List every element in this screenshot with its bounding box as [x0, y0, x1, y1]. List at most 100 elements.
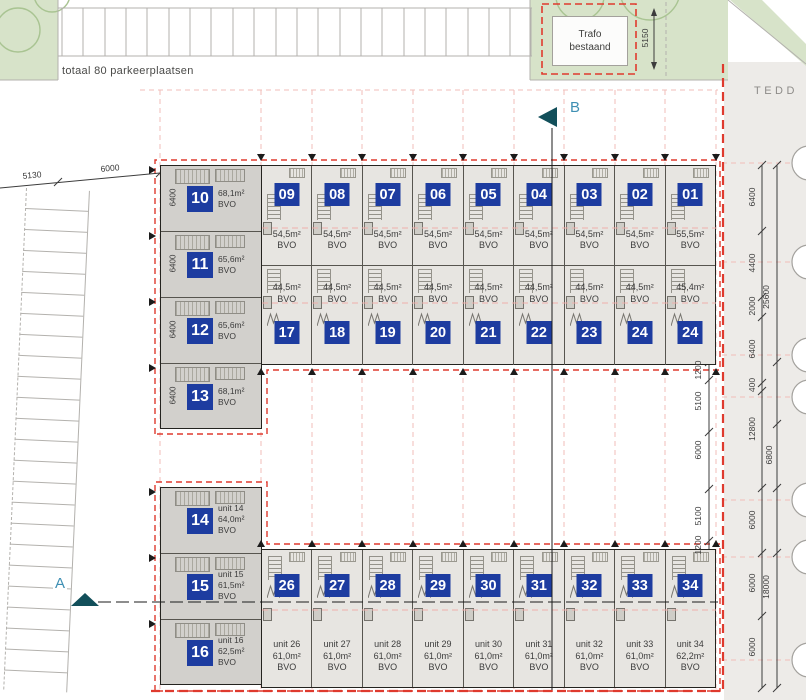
parking-stall-lines	[61, 8, 532, 56]
unit-cell: 44,5m² BVO 19	[363, 266, 414, 365]
unit-area-label: unit 29 61,0m² BVO	[424, 638, 453, 673]
unit-number-plate: 26	[274, 574, 300, 597]
fixture-icon	[541, 552, 558, 562]
dim-label: 1200	[693, 535, 703, 555]
top-building-left-column: 6400 10 68,1m² BVO 6400 11 65,6m² BVO	[160, 165, 262, 429]
unit-number-plate: 20	[425, 321, 451, 344]
unit-number-plate: 05	[475, 183, 501, 206]
fixture-icon	[339, 168, 356, 178]
section-marker-a-label: A	[53, 575, 68, 592]
dim-label: 6800	[764, 445, 774, 465]
boundary-line	[727, 0, 806, 65]
unit-cell: 02 54,5m² BVO	[615, 166, 666, 265]
unit-area-label: unit 30 61,0m² BVO	[474, 638, 503, 673]
unit-cell: 04 54,5m² BVO	[514, 166, 565, 265]
dim-label: 5150	[640, 28, 650, 48]
door-icon	[616, 608, 626, 621]
unit-area-label: 65,6m² BVO	[218, 320, 245, 342]
unit-number-plate: 33	[627, 574, 653, 597]
unit-cell: 34 unit 34 62,2m² BVO	[666, 550, 715, 687]
unit-number-plate: 19	[375, 321, 401, 344]
unit-row-26-34: 26 unit 26 61,0m² BVO 27	[262, 550, 715, 687]
fixture-icon	[215, 367, 245, 380]
unit-area-label: unit 32 61,0m² BVO	[575, 638, 604, 673]
trafo-label-line2: bestaand	[569, 42, 611, 53]
dim-label: 25600	[761, 285, 771, 309]
unit-area-label: 65,6m² BVO	[218, 254, 245, 276]
door-icon	[363, 608, 373, 621]
unit-area-label: 44,5m² BVO	[575, 282, 604, 304]
unit-area-label: 54,5m² BVO	[323, 228, 352, 251]
dim-label: 6000	[693, 440, 703, 460]
dim-label: 5100	[693, 391, 703, 411]
parking-row-lines	[58, 7, 532, 57]
fixture-icon	[390, 168, 407, 178]
unit-number-plate: 29	[425, 574, 451, 597]
fixture-icon	[440, 168, 457, 178]
tree-icon	[0, 7, 41, 53]
fixture-icon	[390, 552, 407, 562]
fixture-icon	[440, 552, 457, 562]
unit-cell: 6400 10 68,1m² BVO	[161, 166, 261, 232]
unit-number-plate: 27	[324, 574, 350, 597]
unit-cell: 27 unit 27 61,0m² BVO	[312, 550, 363, 687]
fixture-icon	[642, 552, 659, 562]
unit-area-label: unit 34 62,2m² BVO	[676, 638, 705, 673]
unit-cell: 09 54,5m² BVO	[262, 166, 313, 265]
dim-label: 6000	[747, 573, 757, 593]
tree-icon	[620, 0, 680, 21]
unit-number-plate: 31	[526, 574, 552, 597]
unit-cell: 6400 11 65,6m² BVO	[161, 232, 261, 298]
green-area-west	[0, 0, 58, 80]
unit-number-plate: 21	[475, 321, 501, 344]
unit-area-label: 44,5m² BVO	[272, 282, 301, 304]
fixture-icon	[175, 169, 210, 184]
top-building-narrow-units: 09 54,5m² BVO 08 54,5m² BVO	[261, 165, 716, 365]
dim-label: 6000	[100, 162, 120, 174]
dim-label: 12800	[747, 417, 757, 441]
door-icon	[464, 608, 474, 621]
unit-cell: 05 54,5m² BVO	[464, 166, 515, 265]
unit-row-17-24: 44,5m² BVO 17 44,5m² BVO	[262, 266, 715, 365]
unit-number-plate: 24	[677, 321, 703, 344]
unit-cell: 44,5m² BVO 17	[262, 266, 313, 365]
fixture-icon	[692, 168, 709, 178]
unit-row-01-09: 09 54,5m² BVO 08 54,5m² BVO	[262, 166, 715, 266]
dimension-lines	[708, 165, 778, 688]
fixture-icon	[215, 169, 245, 182]
trafo-label-line1: Trafo	[578, 28, 602, 40]
fixture-icon	[491, 168, 508, 178]
fixture-icon	[289, 168, 306, 178]
unit-number-plate: 10	[187, 186, 213, 212]
unit-area-label: 68,1m² BVO	[218, 386, 245, 408]
unit-area-label: 54,5m² BVO	[474, 228, 503, 251]
unit-number-plate: 06	[425, 183, 451, 206]
west-parking-strip	[3, 188, 90, 693]
dim-label: 6000	[747, 637, 757, 657]
unit-cell: 33 unit 33 61,0m² BVO	[615, 550, 666, 687]
bottom-building-narrow-units: 26 unit 26 61,0m² BVO 27	[261, 549, 716, 688]
unit-cell: 6400 12 65,6m² BVO	[161, 298, 261, 364]
door-icon	[414, 608, 424, 621]
fixture-icon	[541, 168, 558, 178]
unit-number-plate: 02	[627, 183, 653, 206]
fixture-icon	[175, 491, 210, 506]
unit-number-plate: 32	[576, 574, 602, 597]
bottom-building-left-column: 14 unit 14 64,0m² BVO 15 unit 15 61,5m² …	[160, 487, 262, 685]
unit-number-plate: 30	[475, 574, 501, 597]
unit-depth-dim: 6400	[168, 254, 178, 273]
unit-number-plate: 07	[375, 183, 401, 206]
dim-label: 2000	[747, 296, 757, 316]
unit-area-label: unit 31 61,0m² BVO	[524, 638, 553, 673]
fixture-icon	[175, 557, 210, 572]
unit-cell: 44,5m² BVO 24	[615, 266, 666, 365]
fixture-icon	[175, 301, 210, 316]
arrow-down-icon	[651, 62, 657, 70]
unit-number-plate: 04	[526, 183, 552, 206]
unit-cell: 16 unit 16 62,5m² BVO	[161, 620, 261, 686]
unit-cell: 06 54,5m² BVO	[413, 166, 464, 265]
unit-number-plate: 17	[274, 321, 300, 344]
section-marker-b-icon	[538, 107, 557, 127]
unit-number-plate: 15	[187, 574, 213, 600]
